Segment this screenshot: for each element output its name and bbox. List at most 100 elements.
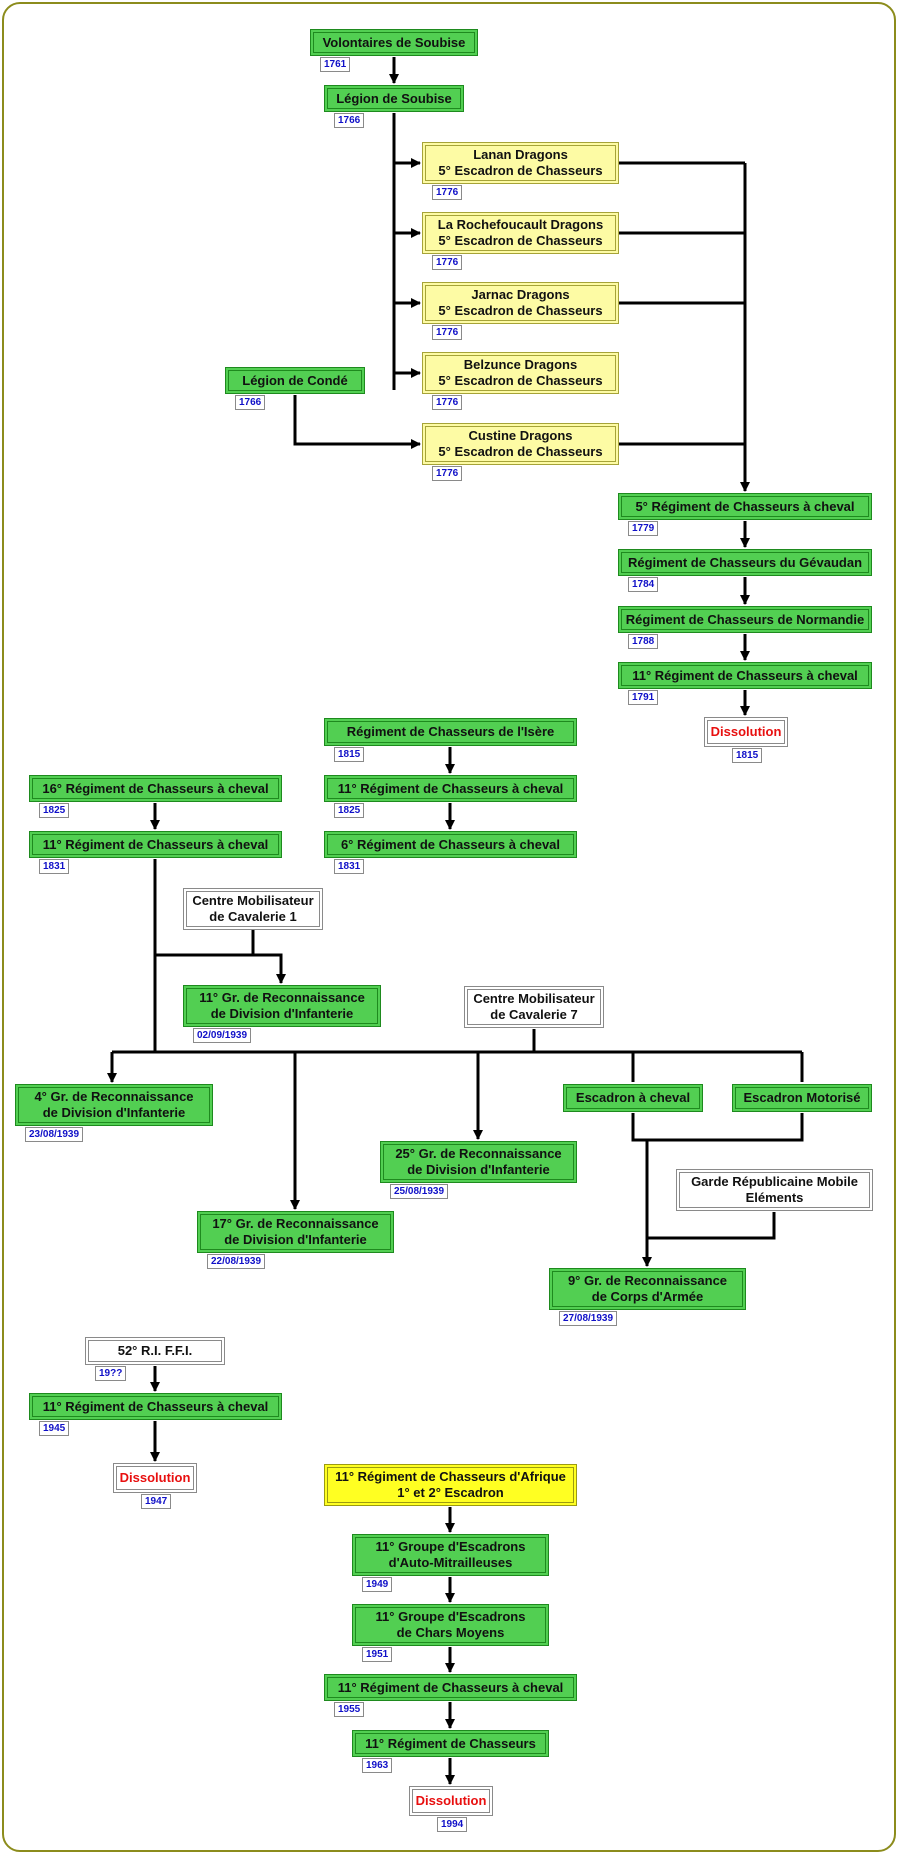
node-rc-normandie: Régiment de Chasseurs de Normandie (618, 606, 872, 633)
node-sublabel: Eléments (745, 1190, 804, 1205)
node-sublabel: de Division d'Infanterie (42, 1105, 186, 1120)
node-label: Régiment de Chasseurs de Normandie (625, 611, 865, 627)
date-label: 1776 (432, 395, 463, 410)
node-label: La Rochefoucault Dragons (437, 217, 604, 232)
connector-line (155, 953, 286, 984)
date-label: 1963 (362, 1758, 393, 1773)
node-sublabel: d'Auto-Mitrailleuses (388, 1555, 513, 1570)
node-label: 11° Gr. de Reconnaissance (199, 990, 365, 1005)
node-label: Dissolution (415, 1793, 487, 1808)
node-11e-rca-1955: 11° Régiment de Chasseurs à cheval (324, 1674, 577, 1701)
node-sublabel: de Chars Moyens (396, 1625, 505, 1640)
date-label: 02/09/1939 (193, 1028, 252, 1043)
node-label: Lanan Dragons (473, 147, 568, 162)
node-16e-rca-1825: 16° Régiment de Chasseurs à cheval (29, 775, 282, 802)
node-11e-rca-1825: 11° Régiment de Chasseurs à cheval (324, 775, 577, 802)
node-label: 6° Régiment de Chasseurs à cheval (340, 836, 561, 852)
node-sublabel: de Corps d'Armée (591, 1289, 704, 1304)
date-label: 1776 (432, 325, 463, 340)
node-rc-gevaudan: Régiment de Chasseurs du Gévaudan (618, 549, 872, 576)
node-dissolution-1994: Dissolution (409, 1786, 493, 1816)
date-label: 1825 (334, 803, 365, 818)
connector-line (631, 1113, 804, 1142)
node-52e-ri-ffi: 52° R.I. F.F.I. (85, 1337, 225, 1365)
node-5e-rca-1779: 5° Régiment de Chasseurs à cheval (618, 493, 872, 520)
date-label: 23/08/1939 (25, 1127, 84, 1142)
date-label: 1776 (432, 466, 463, 481)
node-label: 17° Gr. de Reconnaissance (212, 1216, 379, 1231)
node-label: 11° Régiment de Chasseurs à cheval (632, 667, 858, 683)
date-label: 1791 (628, 690, 659, 705)
date-label: 1994 (437, 1817, 468, 1832)
date-label: 1761 (320, 57, 351, 72)
date-label: 1831 (334, 859, 365, 874)
node-label: Volontaires de Soubise (322, 34, 466, 50)
node-sublabel: 1° et 2° Escadron (397, 1485, 504, 1500)
node-label: 11° Régiment de Chasseurs à cheval (42, 836, 269, 852)
node-label: 11° Régiment de Chasseurs à cheval (337, 1679, 564, 1695)
node-label: Escadron à cheval (575, 1090, 691, 1105)
node-label: Jarnac Dragons (471, 287, 570, 302)
date-label: 1815 (732, 748, 763, 763)
node-11e-rca-1831: 11° Régiment de Chasseurs à cheval (29, 831, 282, 858)
node-label: Régiment de Chasseurs de l'Isère (346, 724, 555, 739)
node-label: 5° Régiment de Chasseurs à cheval (635, 498, 855, 514)
node-label: 4° Gr. de Reconnaissance (34, 1089, 194, 1104)
node-label: 11° Régiment de Chasseurs d'Afrique (335, 1469, 566, 1484)
node-volontaires-soubise: Volontaires de Soubise (310, 29, 478, 56)
node-sublabel: 5° Escadron de Chasseurs (438, 233, 603, 248)
node-11e-rca-1791: 11° Régiment de Chasseurs à cheval (618, 662, 872, 689)
date-label: 22/08/1939 (207, 1254, 266, 1269)
node-label: 11° Régiment de Chasseurs à cheval (42, 1398, 269, 1414)
node-label: Belzunce Dragons (463, 357, 578, 372)
date-label: 1815 (334, 747, 365, 762)
node-label: Dissolution (119, 1470, 191, 1485)
node-label: 11° Régiment de Chasseurs à cheval (337, 780, 564, 796)
node-label: Dissolution (710, 724, 782, 739)
node-label: Légion de Condé (242, 372, 348, 388)
node-sublabel: de Cavalerie 1 (209, 909, 297, 924)
node-11e-rc-1963: 11° Régiment de Chasseurs (352, 1730, 549, 1757)
node-escadron-cheval: Escadron à cheval (563, 1084, 703, 1112)
node-legion-conde: Légion de Condé (225, 367, 365, 394)
date-label: 1779 (628, 521, 659, 536)
node-legion-soubise: Légion de Soubise (324, 85, 464, 112)
node-label: Régiment de Chasseurs du Gévaudan (627, 554, 863, 570)
node-label: Centre Mobilisateur (192, 893, 314, 908)
node-label: Centre Mobilisateur (473, 991, 595, 1006)
date-label: 1951 (362, 1647, 393, 1662)
date-label: 1784 (628, 577, 659, 592)
connector-line (647, 1212, 776, 1240)
node-label: Escadron Motorisé (743, 1090, 861, 1105)
node-label: Garde Républicaine Mobile (691, 1174, 858, 1189)
date-label: 1776 (432, 255, 463, 270)
node-rc-isere: Régiment de Chasseurs de l'Isère (324, 718, 577, 746)
node-label: 11° Groupe d'Escadrons (375, 1609, 526, 1624)
date-label: 1766 (235, 395, 266, 410)
date-label: 1949 (362, 1577, 393, 1592)
node-11e-rca-1945: 11° Régiment de Chasseurs à cheval (29, 1393, 282, 1420)
date-label: 1788 (628, 634, 659, 649)
node-label: Custine Dragons (468, 428, 573, 443)
node-sublabel: 5° Escadron de Chasseurs (438, 373, 603, 388)
date-label: 1766 (334, 113, 365, 128)
date-label: 27/08/1939 (559, 1311, 618, 1326)
date-label: 1945 (39, 1421, 70, 1436)
node-sublabel: de Division d'Infanterie (407, 1162, 550, 1177)
node-dissolution-1947: Dissolution (113, 1463, 197, 1493)
node-sublabel: 5° Escadron de Chasseurs (438, 303, 603, 318)
